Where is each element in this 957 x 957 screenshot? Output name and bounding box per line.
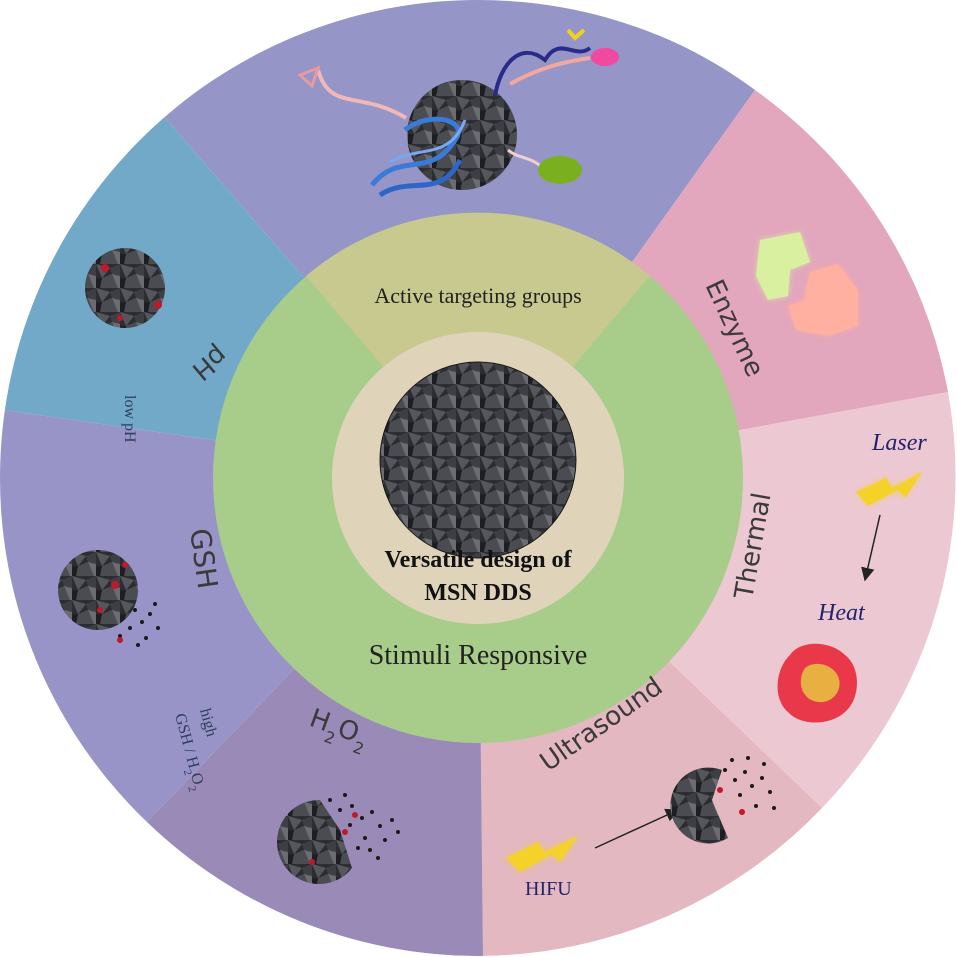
enzyme-shapes-icon — [756, 232, 858, 336]
center-title-line2: MSN DDS — [424, 580, 531, 606]
h2o2-particle-art — [277, 793, 400, 884]
targeting-particle-art — [297, 28, 619, 198]
center-title-line1: Versatile design of — [384, 547, 572, 573]
hifu-label: HIFU — [525, 878, 572, 900]
ultrasound-particle-art — [670, 756, 776, 844]
high-annotation: high — [196, 707, 220, 739]
gsh-particle-art — [58, 550, 160, 647]
ph-particle-art — [85, 248, 165, 328]
low-ph-annotation: low pH — [121, 395, 138, 443]
ultrasound-arrow — [594, 808, 680, 849]
stimuli-responsive-label: Stimuli Responsive — [369, 640, 588, 671]
heat-label: Heat — [817, 600, 866, 626]
heat-blob-icon — [777, 643, 858, 723]
central-msn-particle — [379, 361, 577, 559]
laser-to-heat-arrow — [861, 514, 881, 582]
laser-label: Laser — [871, 430, 927, 456]
laser-bolt-icon — [856, 472, 922, 506]
active-targeting-label: Active targeting groups — [374, 283, 581, 308]
ultrasound-bolt-icon — [506, 836, 578, 872]
